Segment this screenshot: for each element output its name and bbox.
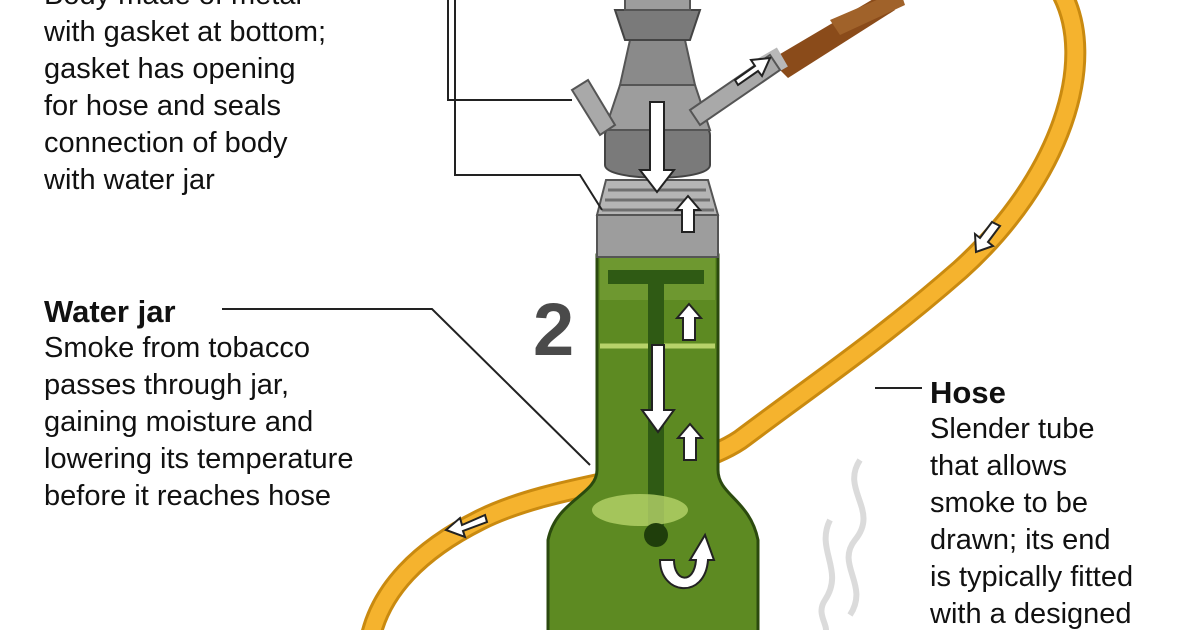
body-description: Body made of metal with gasket at bottom… bbox=[44, 0, 404, 199]
hose-title: Hose bbox=[930, 375, 1006, 410]
hose-line: is typically fitted bbox=[930, 561, 1134, 593]
water-jar-line: Smoke from tobacco bbox=[44, 332, 310, 364]
flow-arrows bbox=[444, 56, 1002, 590]
hose-description: Hose Slender tube that allows smoke to b… bbox=[930, 374, 1200, 633]
water-jar-line: before it reaches hose bbox=[44, 480, 331, 512]
hose-line: Slender tube bbox=[930, 413, 1095, 445]
body-line: for hose and seals bbox=[44, 90, 281, 122]
body-line: connection of body bbox=[44, 127, 288, 159]
body-line: Body made of metal bbox=[44, 0, 404, 14]
smoke-wisps bbox=[818, 458, 867, 630]
water-jar-line: gaining moisture and bbox=[44, 406, 314, 438]
body-line: with gasket at bottom; bbox=[44, 16, 327, 48]
water-jar-line: lowering its temperature bbox=[44, 443, 354, 475]
hose-line: with a designed bbox=[930, 598, 1132, 630]
water-jar-description: Water jar Smoke from tobacco passes thro… bbox=[44, 293, 424, 515]
step-number: 2 bbox=[533, 288, 575, 371]
hose-line: smoke to be bbox=[930, 487, 1088, 519]
hose-line: that allows bbox=[930, 450, 1068, 482]
hose-line: drawn; its end bbox=[930, 524, 1111, 556]
hookah-body bbox=[570, 0, 782, 258]
hose-tube bbox=[361, 0, 1087, 630]
water-jar-title: Water jar bbox=[44, 294, 176, 329]
body-line: gasket has opening bbox=[44, 53, 296, 85]
leader-lines bbox=[222, 0, 922, 466]
water-jar-line: passes through jar, bbox=[44, 369, 290, 401]
body-line: with water jar bbox=[44, 164, 215, 196]
